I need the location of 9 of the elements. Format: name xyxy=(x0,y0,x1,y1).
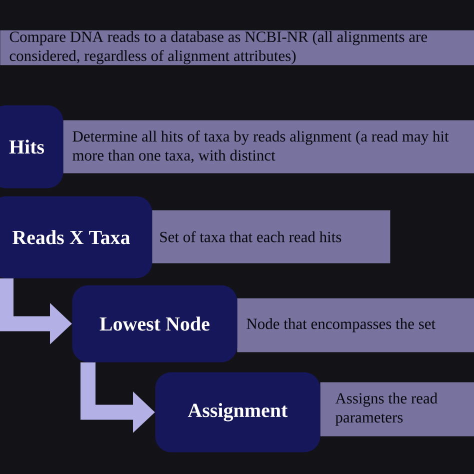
description-box: Compare DNA reads to a database as NCBI-NR (all alignments are considered, regardless of alignment attributes) xyxy=(0,30,474,66)
description-box: Set of taxa that each read hits xyxy=(150,210,390,264)
step-box: Assignment xyxy=(155,372,320,452)
description-box: Assigns the read parameters xyxy=(320,382,474,436)
description-box: Node that encompasses the set xyxy=(237,298,474,352)
description-box: Determine all hits of taxa by reads alignment (a read may hit more than one taxa, with distinct xyxy=(63,120,474,174)
step-box: Reads X Taxa xyxy=(0,196,152,278)
step-box: Hits xyxy=(0,105,64,188)
step-box: Lowest Node xyxy=(72,285,238,362)
